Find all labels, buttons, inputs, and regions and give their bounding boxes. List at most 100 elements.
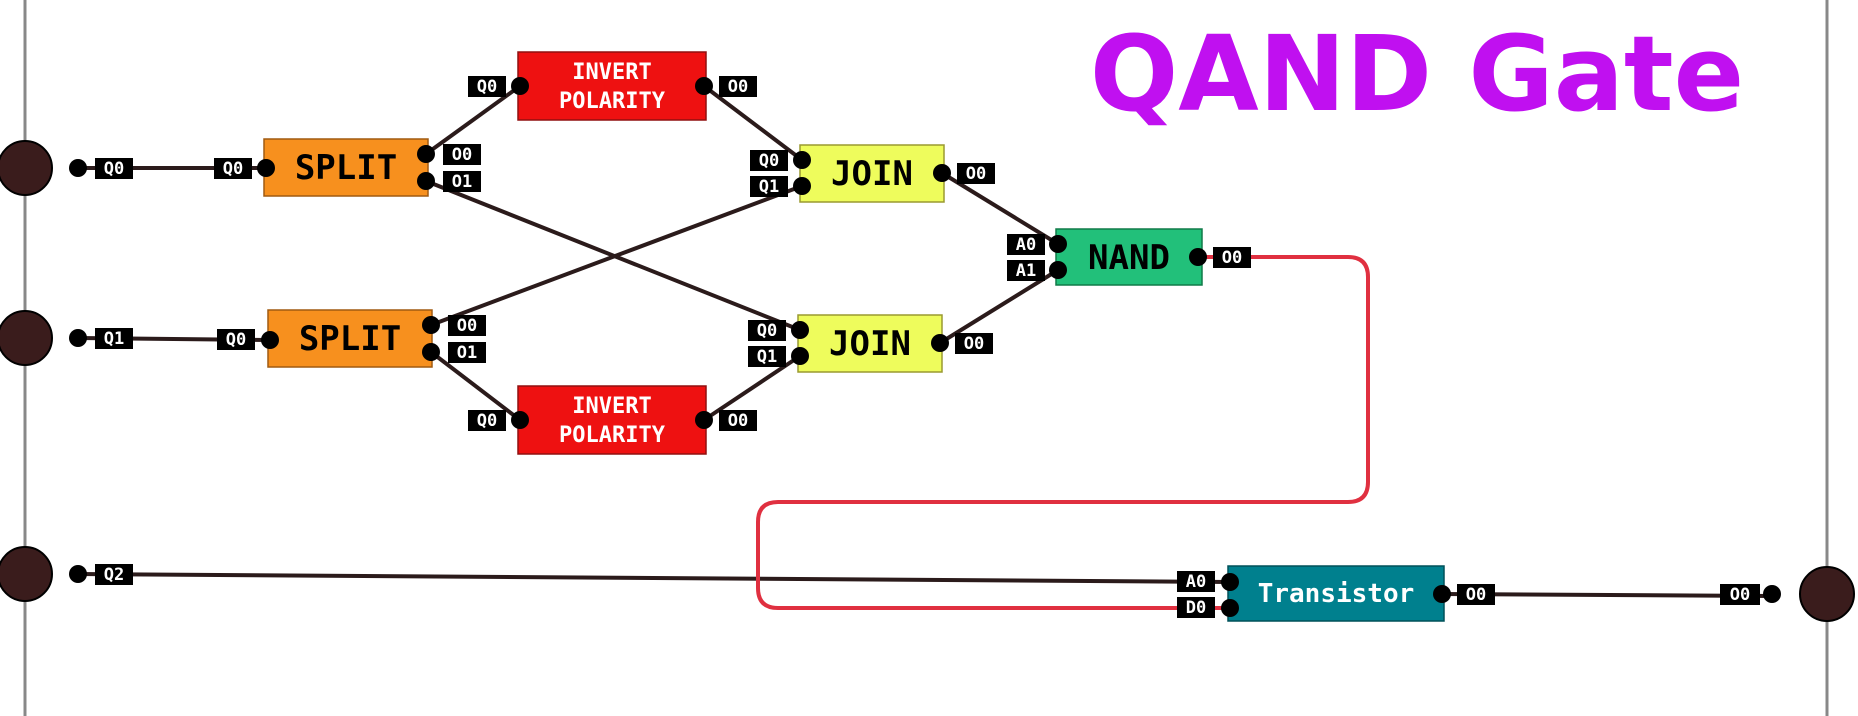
join-1-input-q0-label: Q0 (759, 151, 779, 171)
nand-input-a1-dot[interactable] (1049, 261, 1067, 279)
wire-invert-1-join-1[interactable] (702, 84, 804, 162)
transistor-input-a0-dot[interactable] (1221, 573, 1239, 591)
join-1-input-q1-label: Q1 (759, 177, 779, 197)
join-2-input-q0-dot[interactable] (791, 321, 809, 339)
transistor-input-d0-label: D0 (1186, 598, 1206, 618)
transistor-input-a0-label: A0 (1186, 572, 1206, 592)
port-label-bg (750, 150, 788, 171)
wire-split-2-invert-2[interactable] (429, 350, 522, 422)
invert-1-output-o0-dot[interactable] (695, 77, 713, 95)
port-label-bg (1457, 584, 1495, 605)
wire-in-q2-transistor[interactable] (76, 572, 1232, 584)
input-port-dot[interactable] (69, 159, 87, 177)
split-1-output-o0-label: O0 (452, 145, 472, 165)
node-join-2[interactable]: JOIN Q0 Q1 O0 (748, 314, 993, 373)
port-label-bg (955, 333, 993, 354)
split-2-box[interactable] (267, 309, 433, 368)
split-1-box[interactable] (263, 138, 429, 197)
invert-2-label: INVERT (572, 394, 651, 419)
port-label-bg (719, 410, 757, 431)
node-split-2[interactable]: SPLIT Q0 O0 O1 (217, 309, 486, 368)
join-1-output-o0-dot[interactable] (933, 164, 951, 182)
port-label-bg (468, 76, 506, 97)
invert-1-input-q0-label: Q0 (477, 77, 497, 97)
nand-input-a0-label: A0 (1016, 235, 1036, 255)
wire-join-1-nand[interactable] (940, 171, 1060, 246)
input-port-dot[interactable] (69, 329, 87, 347)
node-split-1[interactable]: SPLIT Q0 O0 O1 (214, 138, 481, 197)
transistor-box[interactable] (1227, 565, 1445, 622)
wire-join-2-nand[interactable] (938, 268, 1060, 345)
wire-transistor-output[interactable] (1440, 592, 1774, 598)
split-1-label: SPLIT (295, 148, 397, 188)
port-label-bg (217, 329, 255, 350)
port-label-bg (1177, 597, 1215, 618)
nand-input-a1-label: A1 (1016, 261, 1036, 281)
invert-2-input-q0-label: Q0 (477, 411, 497, 431)
join-2-input-q1-label: Q1 (757, 347, 777, 367)
wire-nand-transistor-classical[interactable] (756, 255, 1370, 610)
invert-1-input-q0-dot[interactable] (511, 77, 529, 95)
split-1-input-q0-dot[interactable] (257, 159, 275, 177)
join-2-output-o0-dot[interactable] (931, 334, 949, 352)
split-1-input-q0-label: Q0 (223, 159, 243, 179)
split-1-output-o0-dot[interactable] (417, 145, 435, 163)
transistor-output-o0-dot[interactable] (1433, 585, 1451, 603)
invert-2-output-o0-dot[interactable] (695, 411, 713, 429)
input-label-q1: Q1 (104, 329, 124, 349)
port-label-bg (1007, 234, 1045, 255)
input-terminal-q2[interactable] (0, 546, 53, 602)
output-port-dot[interactable] (1763, 585, 1781, 603)
input-terminal-q1[interactable] (0, 310, 53, 366)
split-2-output-o0-label: O0 (457, 316, 477, 336)
transistor-label: Transistor (1258, 579, 1415, 609)
node-nand[interactable]: NAND A0 A1 O0 (1007, 228, 1251, 286)
port-label-bg (750, 176, 788, 197)
split-2-label: SPLIT (299, 319, 401, 359)
output-label-o0: O0 (1730, 585, 1750, 605)
split-2-output-o0-dot[interactable] (422, 316, 440, 334)
invert-1-label: POLARITY (559, 89, 666, 114)
port-label-bg (1177, 571, 1215, 592)
port-label-bg (957, 163, 995, 184)
join-2-output-o0-label: O0 (964, 334, 984, 354)
input-label-bg (95, 328, 133, 349)
split-1-output-o1-dot[interactable] (417, 172, 435, 190)
output-terminal-group: O0 (1720, 566, 1855, 622)
node-invert-2[interactable]: INVERT POLARITY Q0 O0 (468, 385, 757, 455)
invert-2-box[interactable] (517, 385, 707, 455)
input-port-dot[interactable] (69, 565, 87, 583)
transistor-input-d0-dot[interactable] (1221, 599, 1239, 617)
output-label-bg (1720, 584, 1760, 605)
transistor-output-o0-label: O0 (1466, 585, 1486, 605)
invert-1-box[interactable] (517, 51, 707, 121)
split-2-output-o1-dot[interactable] (422, 343, 440, 361)
split-2-input-q0-label: Q0 (226, 330, 246, 350)
join-1-input-q1-dot[interactable] (793, 177, 811, 195)
port-label-bg (748, 346, 786, 367)
invert-2-input-q0-dot[interactable] (511, 411, 529, 429)
output-terminal-o0[interactable] (1799, 566, 1855, 622)
invert-1-label: INVERT (572, 60, 651, 85)
wire-split-1-invert-1[interactable] (424, 84, 522, 156)
node-join-1[interactable]: JOIN Q0 Q1 O0 (750, 144, 995, 203)
join-2-input-q1-dot[interactable] (791, 347, 809, 365)
input-terminal-q0[interactable] (0, 140, 53, 196)
port-label-bg (719, 76, 757, 97)
nand-output-o0-dot[interactable] (1189, 248, 1207, 266)
input-label-bg (95, 158, 133, 179)
join-2-label: JOIN (829, 324, 911, 364)
node-invert-1[interactable]: INVERT POLARITY Q0 O0 (468, 51, 757, 121)
invert-2-label: POLARITY (559, 423, 666, 448)
join-1-input-q0-dot[interactable] (793, 151, 811, 169)
port-label-bg (468, 410, 506, 431)
split-2-output-o1-label: O1 (457, 343, 477, 363)
port-label-bg (448, 342, 486, 363)
wire-split-2-join-1[interactable] (429, 184, 804, 327)
split-2-input-q0-dot[interactable] (261, 331, 279, 349)
port-label-bg (448, 315, 486, 336)
node-transistor[interactable]: Transistor A0 D0 O0 (1177, 565, 1495, 622)
diagram-title: QAND Gate (1090, 13, 1744, 135)
nand-input-a0-dot[interactable] (1049, 235, 1067, 253)
